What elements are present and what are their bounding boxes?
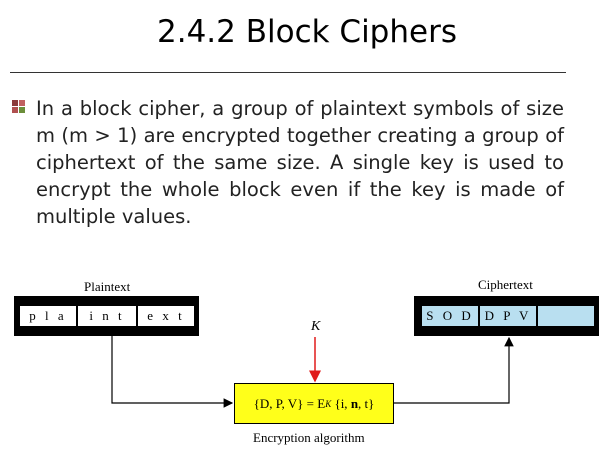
plaintext-cell: i n t xyxy=(78,306,136,326)
ciphertext-cell: D P V xyxy=(480,306,536,326)
key-label: K xyxy=(311,319,321,334)
formula-subscript: K xyxy=(325,398,332,409)
description-paragraph: In a block cipher, a group of plaintext … xyxy=(36,97,564,228)
formula-args-open: {i, xyxy=(331,395,351,411)
formula-set: {D, P, V} xyxy=(253,395,304,411)
formula-bold: n xyxy=(350,395,359,411)
plaintext-cell: p l a xyxy=(20,306,76,326)
plaintext-cell: e x t xyxy=(138,306,194,326)
bullet-icon xyxy=(12,100,25,113)
algorithm-to-ciphertext-arrow xyxy=(394,336,514,404)
algorithm-label: Encryption algorithm xyxy=(253,430,365,445)
formula-args-close: , t} xyxy=(358,395,375,411)
formula-equals: = E xyxy=(303,395,326,411)
ciphertext-cell: S O D xyxy=(422,306,478,326)
plaintext-to-algorithm-arrow xyxy=(111,336,234,408)
slide-title: 2.4.2 Block Ciphers xyxy=(157,14,457,50)
title-divider xyxy=(10,72,566,73)
ciphertext-label: Ciphertext xyxy=(478,277,533,292)
plaintext-label: Plaintext xyxy=(84,279,131,294)
ciphertext-cell xyxy=(538,306,594,326)
